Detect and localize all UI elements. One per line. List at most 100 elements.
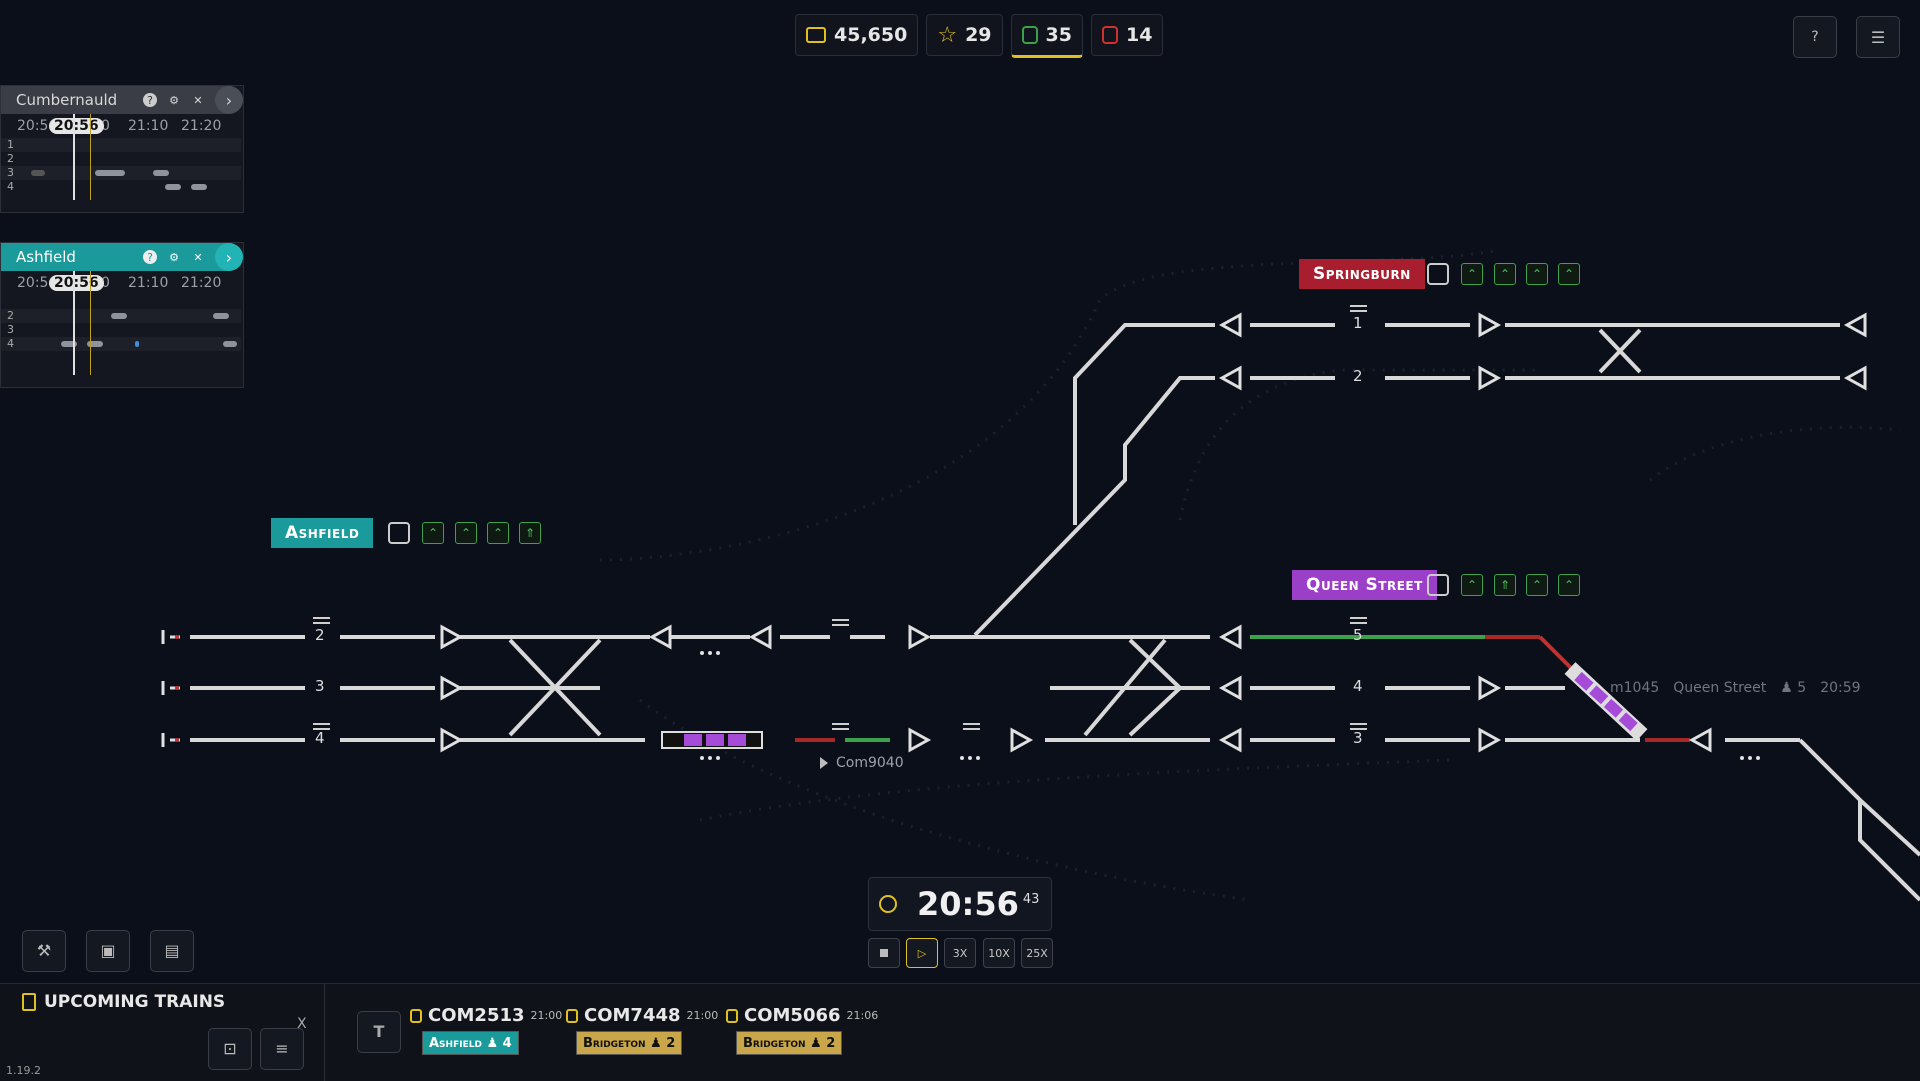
sliders-icon: ≡ <box>275 1039 289 1058</box>
expand-arrow-button[interactable]: › <box>215 86 243 114</box>
platform-row: 2 <box>1 309 241 323</box>
signal-up-button[interactable]: ⌃ <box>1558 263 1580 285</box>
platform-row: 4 <box>1 180 241 194</box>
train-label-m1045[interactable]: m1045 Queen Street ♟ 5 20:59 <box>1610 680 1861 696</box>
close-icon[interactable]: ✕ <box>193 250 203 264</box>
worker-tool-button[interactable]: ⚒ <box>22 930 66 972</box>
play-button[interactable]: ▷ <box>906 938 938 968</box>
platform-row: 2 <box>7 152 14 165</box>
time-tick: 21:20 <box>181 118 222 134</box>
timetable-panel-ashfield[interactable]: Ashfield ? ⚙ ✕ › 20:5 0 21:10 21:20 20:5… <box>0 242 244 388</box>
signal-up-button[interactable]: ⌃ <box>1461 574 1483 596</box>
filter-bag-button[interactable]: ⊡ <box>208 1028 252 1070</box>
money-stat[interactable]: 45,650 <box>795 14 919 56</box>
station-label-ashfield[interactable]: Ashfield <box>271 518 374 548</box>
platform-number-q5: 5 <box>1353 626 1363 644</box>
signal-double-up-button[interactable]: ⇑ <box>519 522 541 544</box>
train-icon <box>726 1008 738 1023</box>
pause-button[interactable] <box>868 938 900 968</box>
destination-badge: Bridgeton ♟ 2 <box>736 1031 843 1055</box>
train-icon <box>410 1008 422 1023</box>
station-label-springburn[interactable]: Springburn <box>1299 259 1425 289</box>
signal-up-button[interactable]: ⌃ <box>1526 574 1548 596</box>
upcoming-trains-header: UPCOMING TRAINS <box>22 992 225 1012</box>
platform-number-s1: 1 <box>1353 314 1363 332</box>
document-icon: ▤ <box>164 941 180 960</box>
gear-icon[interactable]: ⚙ <box>169 250 179 264</box>
train-id: COM5066 <box>744 1005 841 1026</box>
panel-header[interactable]: Ashfield ? ⚙ ✕ › <box>1 243 243 271</box>
panel-title: Ashfield <box>16 248 76 266</box>
menu-button[interactable]: ☰ <box>1856 16 1900 58</box>
platform-number-q3: 3 <box>1353 729 1363 747</box>
filter-t-button[interactable]: T <box>357 1011 401 1053</box>
bag-icon: ⊡ <box>223 1039 237 1058</box>
destination-badge: Bridgeton ♟ 2 <box>576 1031 683 1055</box>
trains-ontime-stat[interactable]: 35 <box>1010 14 1083 58</box>
station-label-queen-street[interactable]: Queen Street <box>1292 570 1437 600</box>
train-time: 21:00 <box>530 1009 563 1022</box>
destination-badge: Ashfield ♟ 4 <box>422 1031 519 1055</box>
train-platform: ♟ 5 <box>1780 680 1807 696</box>
panel-title: Cumbernauld <box>16 91 118 109</box>
version-label: 1.19.2 <box>6 1064 41 1077</box>
train-id: m1045 <box>1610 680 1660 696</box>
platform-row: 3 <box>7 323 14 336</box>
trains-ontime-value: 35 <box>1045 24 1072 46</box>
time-tick: 0 <box>101 118 110 134</box>
gear-icon[interactable]: ⚙ <box>169 93 179 107</box>
train-red-icon <box>1101 26 1118 44</box>
depot-icon[interactable] <box>1427 263 1449 285</box>
platform-number-s2: 2 <box>1353 367 1363 385</box>
depot-icon[interactable] <box>1427 574 1449 596</box>
depot-icon[interactable] <box>388 522 410 544</box>
speed-10x-button[interactable]: 10X <box>983 938 1015 968</box>
signal-up-button[interactable]: ⌃ <box>1494 263 1516 285</box>
platform-number-a3: 3 <box>315 677 325 695</box>
platform-number-a4: 4 <box>315 729 325 747</box>
rating-stat[interactable]: ☆ 29 <box>926 14 1003 56</box>
chip-tool-button[interactable]: ▣ <box>86 930 130 972</box>
time-tick: 21:20 <box>181 275 222 291</box>
help-icon[interactable]: ? <box>143 93 157 107</box>
train-time: 21:00 <box>686 1009 719 1022</box>
time-tick: 20:5 <box>17 118 49 134</box>
signal-up-button[interactable]: ⌃ <box>422 522 444 544</box>
train-time: 21:06 <box>846 1009 879 1022</box>
train-label-com9040[interactable]: Com9040 <box>836 755 904 771</box>
time-tick: 0 <box>101 275 110 291</box>
signals <box>440 312 1867 753</box>
list-icon: ☰ <box>1870 27 1886 47</box>
panel-header[interactable]: Cumbernauld ? ⚙ ✕ › <box>1 86 243 114</box>
timetable-panel-cumbernauld[interactable]: Cumbernauld ? ⚙ ✕ › 20:5 0 21:10 21:20 2… <box>0 85 244 213</box>
trains-late-stat[interactable]: 14 <box>1090 14 1164 56</box>
close-upcoming-button[interactable]: X <box>297 1016 307 1032</box>
speed-3x-button[interactable]: 3X <box>944 938 976 968</box>
train-icon <box>566 1008 578 1023</box>
current-time-marker: 20:56 <box>49 118 104 134</box>
background-grid-lines <box>599 248 1901 902</box>
help-button[interactable]: ? <box>1793 16 1837 58</box>
upcoming-train-card[interactable]: COM5066 21:06 Bridgeton ♟ 2 <box>726 1005 878 1055</box>
trains-late-value: 14 <box>1125 24 1153 46</box>
pause-icon <box>880 949 888 957</box>
settings-sliders-button[interactable]: ≡ <box>260 1028 304 1070</box>
platform-row: 1 <box>1 138 241 152</box>
signal-up-button[interactable]: ⌃ <box>1461 263 1483 285</box>
signal-up-button[interactable]: ⌃ <box>455 522 477 544</box>
platform-row: 4 <box>1 337 241 351</box>
expand-arrow-button[interactable]: › <box>215 243 243 271</box>
log-tool-button[interactable]: ▤ <box>150 930 194 972</box>
close-icon[interactable]: ✕ <box>193 93 203 107</box>
signal-double-up-button[interactable]: ⇑ <box>1494 574 1516 596</box>
upcoming-trains-title: UPCOMING TRAINS <box>44 992 226 1012</box>
signal-up-button[interactable]: ⌃ <box>487 522 509 544</box>
train-com9040 <box>661 731 763 749</box>
signal-up-button[interactable]: ⌃ <box>1558 574 1580 596</box>
help-icon[interactable]: ? <box>143 250 157 264</box>
speed-25x-button[interactable]: 25X <box>1021 938 1053 968</box>
signal-up-button[interactable]: ⌃ <box>1526 263 1548 285</box>
